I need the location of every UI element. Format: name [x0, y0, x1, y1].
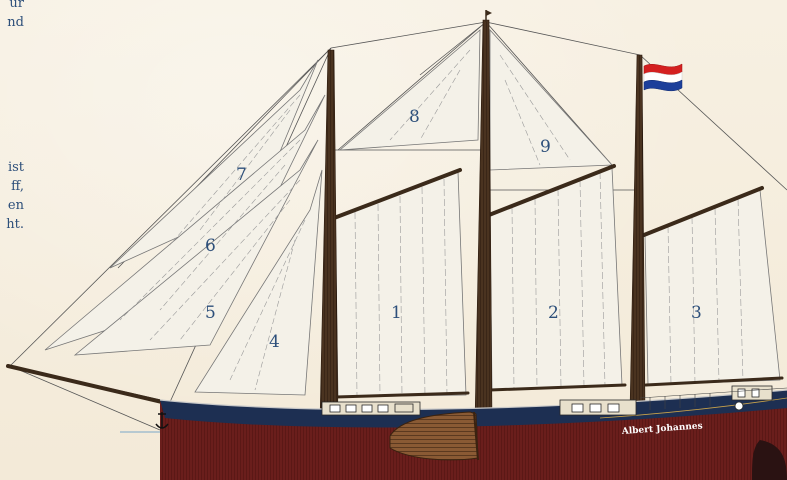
- sail-number-7: 7: [236, 165, 247, 185]
- sail-number-5: 5: [205, 303, 216, 323]
- topsails: [340, 30, 612, 170]
- sail-number-8: 8: [409, 107, 420, 127]
- sail-number-1: 1: [391, 303, 402, 323]
- foremast: [320, 50, 338, 420]
- sail-number-3: 3: [691, 303, 702, 323]
- mizzenmast: [630, 55, 645, 410]
- sail-3: [645, 190, 780, 385]
- sail-8: [340, 30, 480, 150]
- sail-number-2: 2: [548, 303, 559, 323]
- sail-number-4: 4: [269, 332, 280, 352]
- sail-9: [490, 30, 612, 170]
- dutch-flag: [644, 64, 682, 91]
- sail-2: [490, 168, 622, 390]
- sail-number-6: 6: [205, 236, 216, 256]
- sail-number-9: 9: [540, 137, 551, 157]
